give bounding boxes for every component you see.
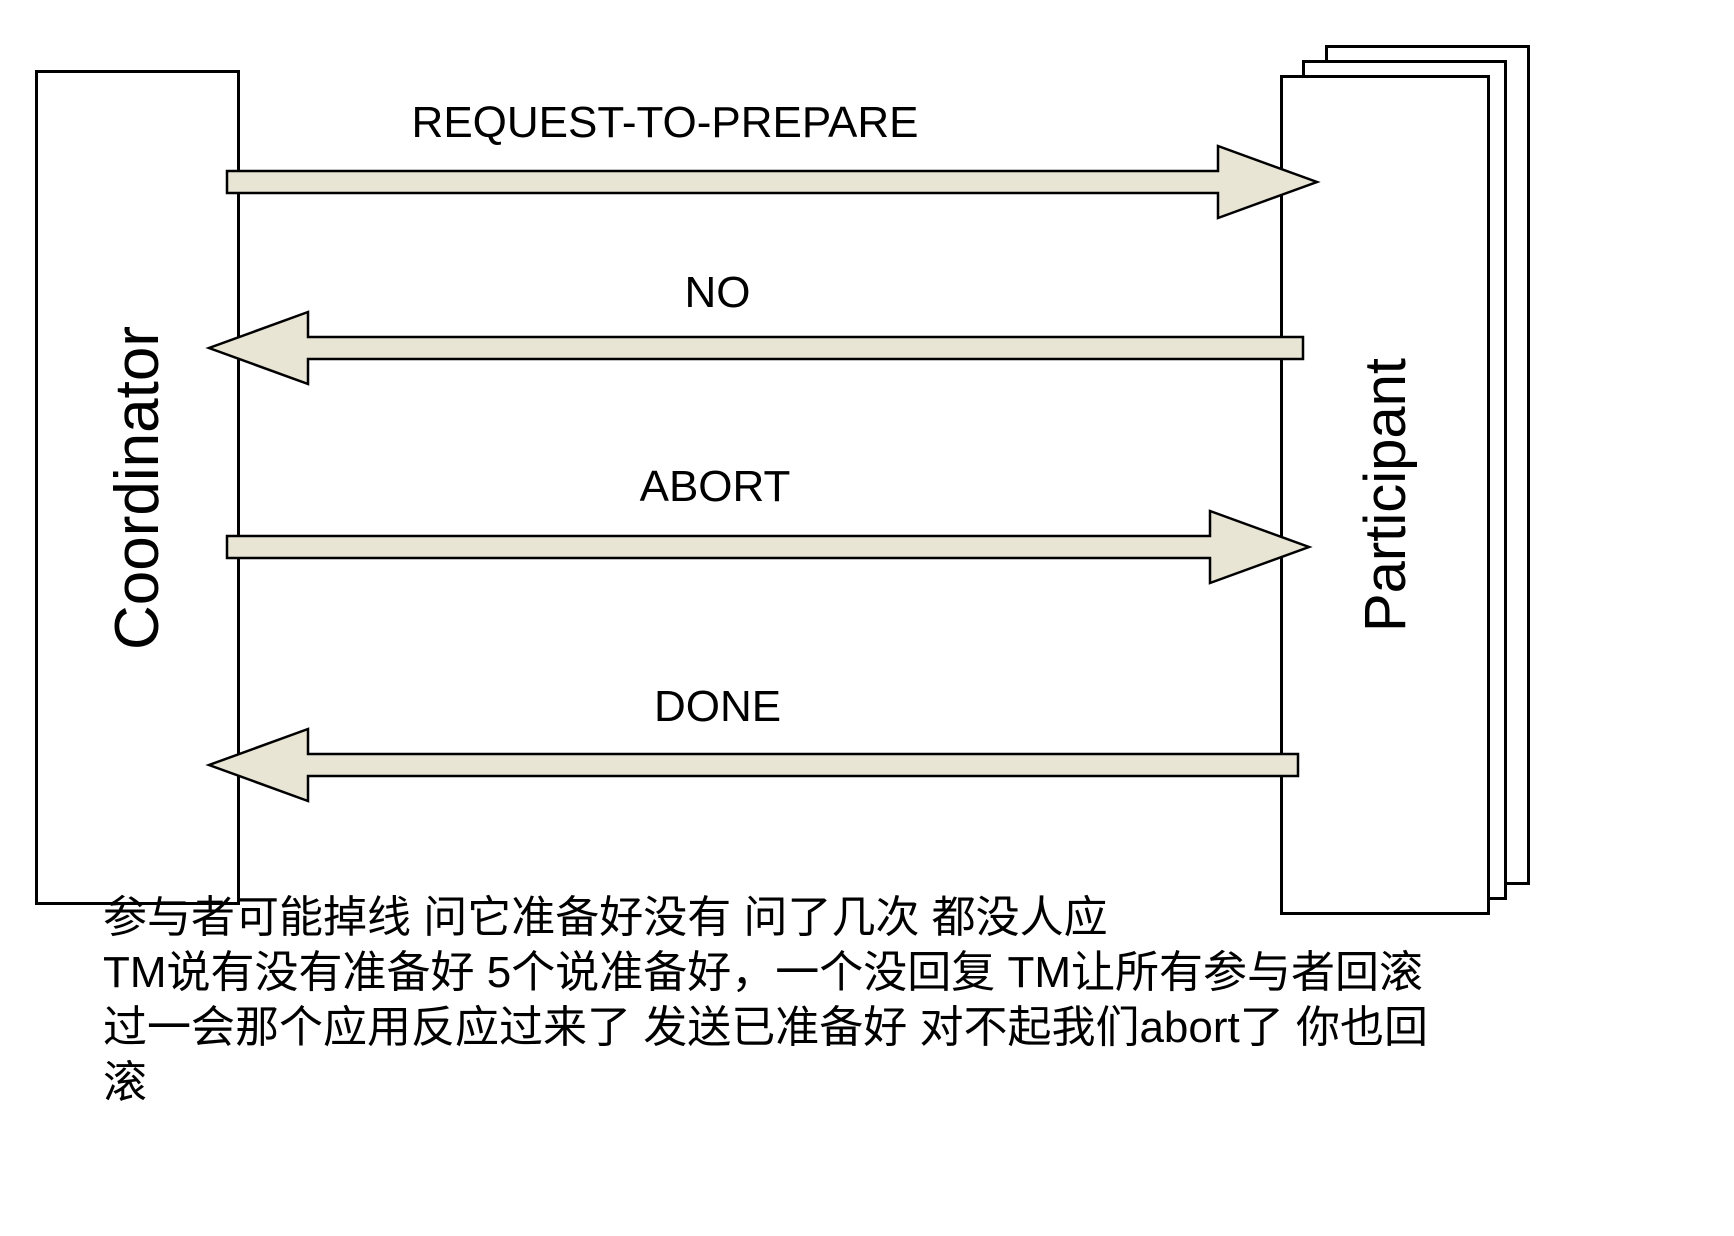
participant-box: Participant [1280, 75, 1490, 915]
arrow-left-done [205, 727, 1300, 803]
message-label-done: DONE [653, 682, 782, 731]
coordinator-box: Coordinator [35, 70, 240, 905]
message-label-request-to-prepare: REQUEST-TO-PREPARE [411, 98, 919, 147]
message-label-abort: ABORT [639, 462, 791, 511]
coordinator-label: Coordinator [103, 325, 172, 650]
participant-label: Participant [1352, 357, 1418, 633]
note-line-1: 参与者可能掉线 问它准备好没有 问了几次 都没人应 [103, 893, 1108, 942]
note-line-3: 过一会那个应用反应过来了 发送已准备好 对不起我们abort了 你也回 [103, 1003, 1428, 1052]
note-line-2: TM说有没有准备好 5个说准备好，一个没回复 TM让所有参与者回滚 [103, 948, 1423, 997]
arrow-right-abort [225, 509, 1313, 585]
arrow-left-no [205, 310, 1305, 386]
message-label-no: NO [684, 268, 751, 317]
notes-block: 参与者可能掉线 问它准备好没有 问了几次 都没人应 TM说有没有准备好 5个说准… [103, 890, 1583, 1110]
note-line-4: 滚 [103, 1058, 147, 1107]
arrow-right-request-to-prepare [225, 144, 1321, 220]
